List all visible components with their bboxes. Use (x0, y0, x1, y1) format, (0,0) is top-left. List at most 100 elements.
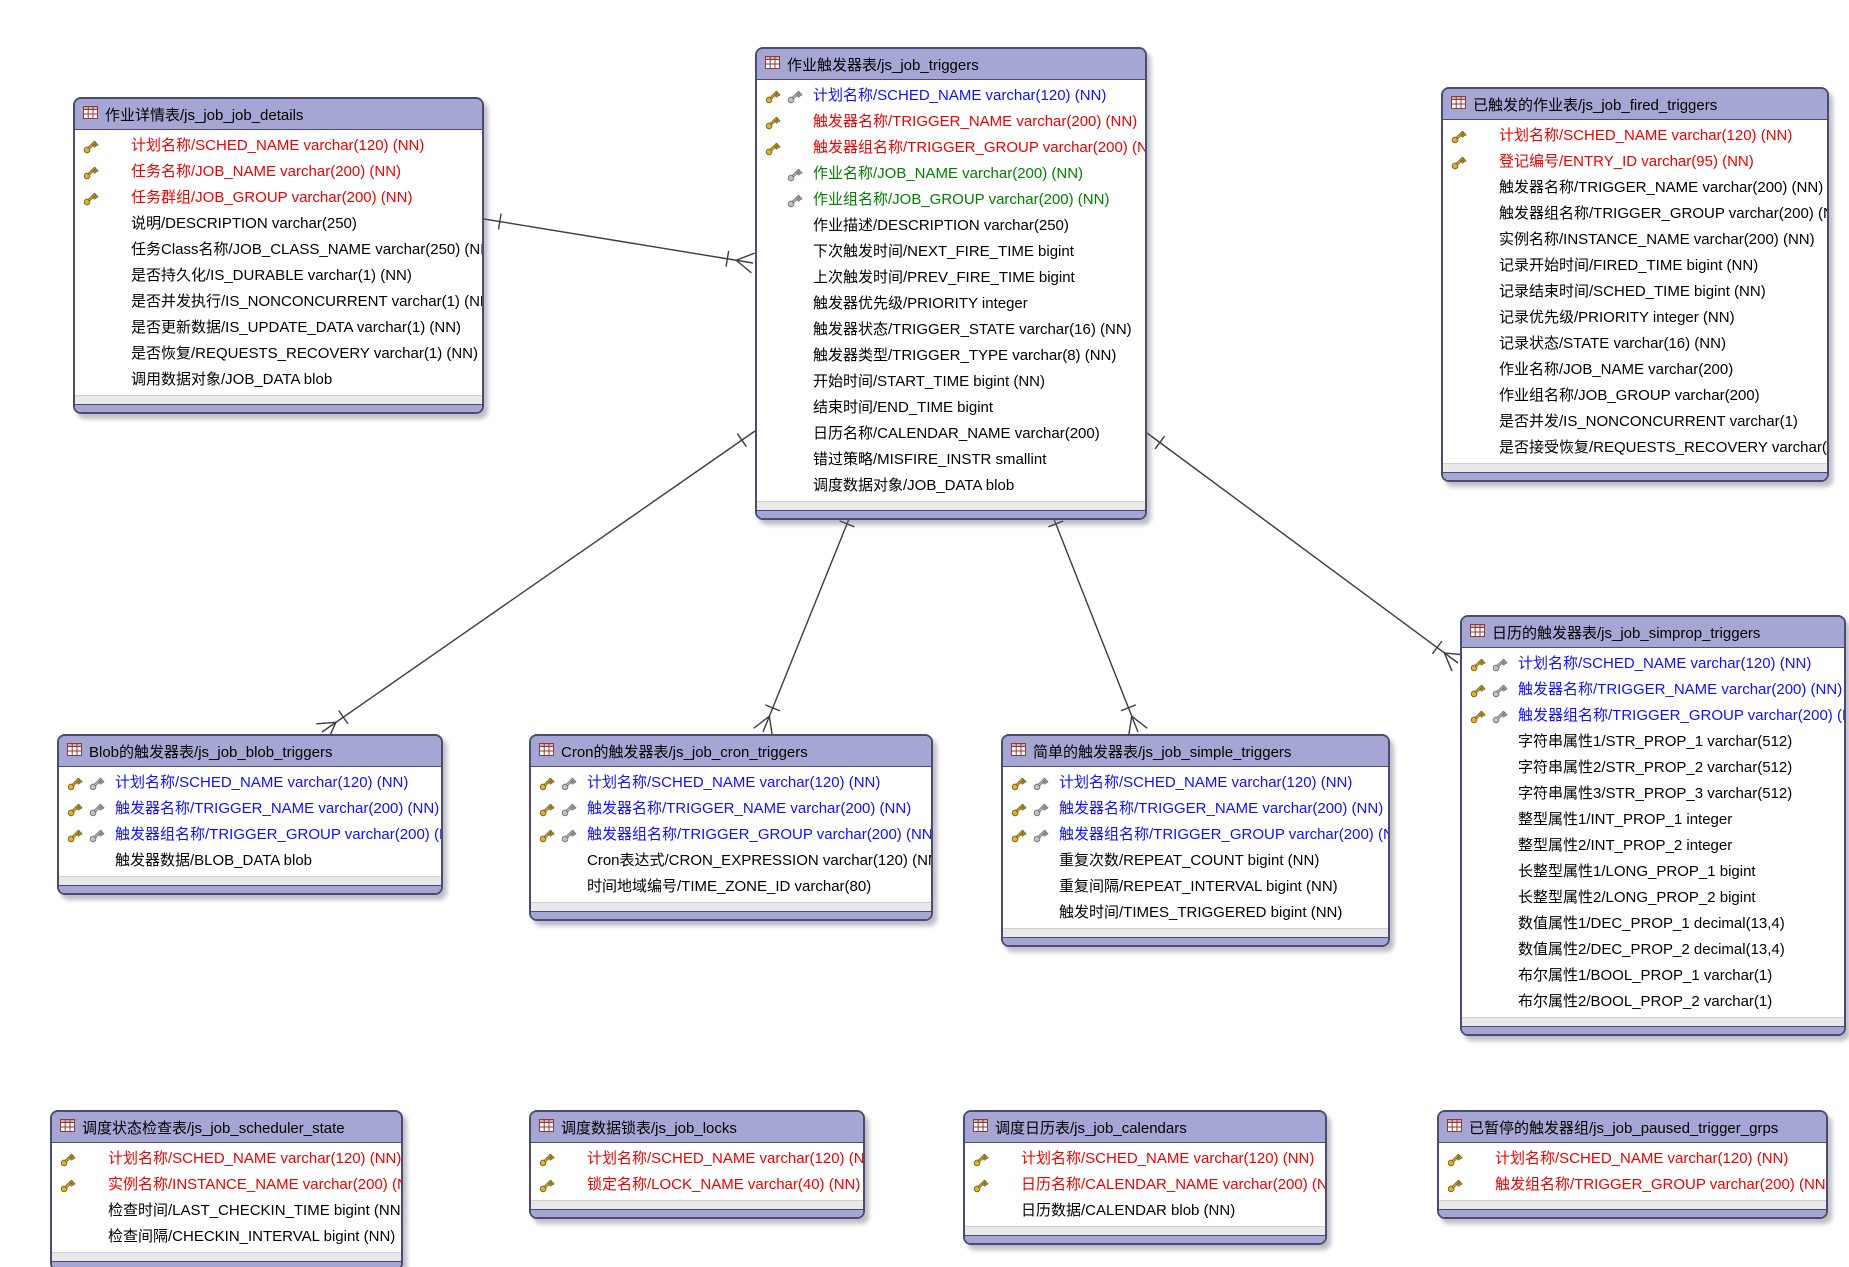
field-row[interactable]: 是否恢复/REQUESTS_RECOVERY varchar(1) (NN) (75, 341, 482, 367)
table-header[interactable]: 已暂停的触发器组/js_job_paused_trigger_grps (1439, 1112, 1826, 1143)
table-node-js_job_calendars[interactable]: 调度日历表/js_job_calendars 计划名称/SCHED_NAME v… (963, 1110, 1327, 1245)
field-row[interactable]: 结束时间/END_TIME bigint (757, 395, 1145, 421)
field-row[interactable]: 下次触发时间/NEXT_FIRE_TIME bigint (757, 239, 1145, 265)
field-row[interactable]: 触发器优先级/PRIORITY integer (757, 291, 1145, 317)
field-row[interactable]: 布尔属性1/BOOL_PROP_1 varchar(1) (1462, 963, 1844, 989)
field-row[interactable]: 任务名称/JOB_NAME varchar(200) (NN) (75, 159, 482, 185)
field-row[interactable]: 是否并发执行/IS_NONCONCURRENT varchar(1) (NN) (75, 289, 482, 315)
field-row[interactable]: 锁定名称/LOCK_NAME varchar(40) (NN) (531, 1172, 863, 1198)
field-row[interactable]: 时间地域编号/TIME_ZONE_ID varchar(80) (531, 874, 931, 900)
field-row[interactable]: 日历数据/CALENDAR blob (NN) (965, 1198, 1325, 1224)
table-header[interactable]: 简单的触发器表/js_job_simple_triggers (1003, 736, 1388, 767)
table-header[interactable]: 作业触发器表/js_job_triggers (757, 49, 1145, 80)
field-row[interactable]: 实例名称/INSTANCE_NAME varchar(200) (NN) (52, 1172, 401, 1198)
field-row[interactable]: 记录状态/STATE varchar(16) (NN) (1443, 331, 1827, 357)
field-row[interactable]: 长整型属性2/LONG_PROP_2 bigint (1462, 885, 1844, 911)
table-header[interactable]: 调度日历表/js_job_calendars (965, 1112, 1325, 1143)
field-row[interactable]: 检查时间/LAST_CHECKIN_TIME bigint (NN) (52, 1198, 401, 1224)
field-row[interactable]: 触发器组名称/TRIGGER_GROUP varchar(200) (NN) (757, 135, 1145, 161)
table-node-js_job_simprop_triggers[interactable]: 日历的触发器表/js_job_simprop_triggers 计划名称/SCH… (1460, 615, 1846, 1036)
table-node-js_job_job_details[interactable]: 作业详情表/js_job_job_details 计划名称/SCHED_NAME… (73, 97, 484, 414)
table-header[interactable]: Cron的触发器表/js_job_cron_triggers (531, 736, 931, 767)
table-node-js_job_locks[interactable]: 调度数据锁表/js_job_locks 计划名称/SCHED_NAME varc… (529, 1110, 865, 1219)
field-row[interactable]: 记录结束时间/SCHED_TIME bigint (NN) (1443, 279, 1827, 305)
field-row[interactable]: 触发器组名称/TRIGGER_GROUP varchar(200) (NN) (1003, 822, 1388, 848)
field-row[interactable]: 计划名称/SCHED_NAME varchar(120) (NN) (757, 83, 1145, 109)
field-row[interactable]: 开始时间/START_TIME bigint (NN) (757, 369, 1145, 395)
field-row[interactable]: 计划名称/SCHED_NAME varchar(120) (NN) (531, 1146, 863, 1172)
field-row[interactable]: 触发器名称/TRIGGER_NAME varchar(200) (NN) (59, 796, 441, 822)
table-node-js_job_cron_triggers[interactable]: Cron的触发器表/js_job_cron_triggers 计划名称/SCHE… (529, 734, 933, 921)
table-node-js_job_fired_triggers[interactable]: 已触发的作业表/js_job_fired_triggers 计划名称/SCHED… (1441, 87, 1829, 482)
field-row[interactable]: 作业组名称/JOB_GROUP varchar(200) (NN) (757, 187, 1145, 213)
field-row[interactable]: 触发时间/TIMES_TRIGGERED bigint (NN) (1003, 900, 1388, 926)
field-row[interactable]: 触发器名称/TRIGGER_NAME varchar(200) (NN) (1462, 677, 1844, 703)
field-row[interactable]: 计划名称/SCHED_NAME varchar(120) (NN) (59, 770, 441, 796)
field-row[interactable]: 触发组名称/TRIGGER_GROUP varchar(200) (NN) (1439, 1172, 1826, 1198)
field-row[interactable]: 整型属性1/INT_PROP_1 integer (1462, 807, 1844, 833)
field-row[interactable]: 字符串属性1/STR_PROP_1 varchar(512) (1462, 729, 1844, 755)
table-header[interactable]: 调度状态检查表/js_job_scheduler_state (52, 1112, 401, 1143)
field-row[interactable]: 调用数据对象/JOB_DATA blob (75, 367, 482, 393)
field-row[interactable]: 重复间隔/REPEAT_INTERVAL bigint (NN) (1003, 874, 1388, 900)
field-row[interactable]: 日历名称/CALENDAR_NAME varchar(200) (757, 421, 1145, 447)
field-row[interactable]: 计划名称/SCHED_NAME varchar(120) (NN) (965, 1146, 1325, 1172)
field-row[interactable]: 触发器名称/TRIGGER_NAME varchar(200) (NN) (531, 796, 931, 822)
field-row[interactable]: 作业名称/JOB_NAME varchar(200) (1443, 357, 1827, 383)
field-row[interactable]: 重复次数/REPEAT_COUNT bigint (NN) (1003, 848, 1388, 874)
table-header[interactable]: 已触发的作业表/js_job_fired_triggers (1443, 89, 1827, 120)
field-row[interactable]: 触发器数据/BLOB_DATA blob (59, 848, 441, 874)
field-row[interactable]: 字符串属性2/STR_PROP_2 varchar(512) (1462, 755, 1844, 781)
field-row[interactable]: 计划名称/SCHED_NAME varchar(120) (NN) (75, 133, 482, 159)
field-row[interactable]: 检查间隔/CHECKIN_INTERVAL bigint (NN) (52, 1224, 401, 1250)
field-row[interactable]: 整型属性2/INT_PROP_2 integer (1462, 833, 1844, 859)
field-row[interactable]: 上次触发时间/PREV_FIRE_TIME bigint (757, 265, 1145, 291)
table-node-js_job_triggers[interactable]: 作业触发器表/js_job_triggers 计划名称/SCHED_NAME v… (755, 47, 1147, 520)
field-row[interactable]: 计划名称/SCHED_NAME varchar(120) (NN) (531, 770, 931, 796)
field-row[interactable]: 任务Class名称/JOB_CLASS_NAME varchar(250) (N… (75, 237, 482, 263)
field-row[interactable]: 触发器名称/TRIGGER_NAME varchar(200) (NN) (1443, 175, 1827, 201)
field-row[interactable]: 布尔属性2/BOOL_PROP_2 varchar(1) (1462, 989, 1844, 1015)
field-row[interactable]: 计划名称/SCHED_NAME varchar(120) (NN) (52, 1146, 401, 1172)
field-row[interactable]: 是否更新数据/IS_UPDATE_DATA varchar(1) (NN) (75, 315, 482, 341)
field-row[interactable]: 登记编号/ENTRY_ID varchar(95) (NN) (1443, 149, 1827, 175)
field-row[interactable]: 触发器名称/TRIGGER_NAME varchar(200) (NN) (757, 109, 1145, 135)
field-row[interactable]: 是否接受恢复/REQUESTS_RECOVERY varchar(1) (1443, 435, 1827, 461)
field-row[interactable]: 触发器组名称/TRIGGER_GROUP varchar(200) (NN) (1443, 201, 1827, 227)
field-row[interactable]: Cron表达式/CRON_EXPRESSION varchar(120) (NN… (531, 848, 931, 874)
field-row[interactable]: 作业描述/DESCRIPTION varchar(250) (757, 213, 1145, 239)
field-row[interactable]: 任务群组/JOB_GROUP varchar(200) (NN) (75, 185, 482, 211)
field-row[interactable]: 触发器名称/TRIGGER_NAME varchar(200) (NN) (1003, 796, 1388, 822)
field-row[interactable]: 说明/DESCRIPTION varchar(250) (75, 211, 482, 237)
field-row[interactable]: 字符串属性3/STR_PROP_3 varchar(512) (1462, 781, 1844, 807)
field-row[interactable]: 计划名称/SCHED_NAME varchar(120) (NN) (1462, 651, 1844, 677)
field-row[interactable]: 记录优先级/PRIORITY integer (NN) (1443, 305, 1827, 331)
table-node-js_job_blob_triggers[interactable]: Blob的触发器表/js_job_blob_triggers 计划名称/SCHE… (57, 734, 443, 895)
table-node-js_job_scheduler_state[interactable]: 调度状态检查表/js_job_scheduler_state 计划名称/SCHE… (50, 1110, 403, 1267)
field-row[interactable]: 长整型属性1/LONG_PROP_1 bigint (1462, 859, 1844, 885)
field-row[interactable]: 调度数据对象/JOB_DATA blob (757, 473, 1145, 499)
table-node-js_job_paused_trigger_grps[interactable]: 已暂停的触发器组/js_job_paused_trigger_grps 计划名称… (1437, 1110, 1828, 1219)
field-row[interactable]: 错过策略/MISFIRE_INSTR smallint (757, 447, 1145, 473)
field-row[interactable]: 触发器类型/TRIGGER_TYPE varchar(8) (NN) (757, 343, 1145, 369)
field-row[interactable]: 计划名称/SCHED_NAME varchar(120) (NN) (1003, 770, 1388, 796)
field-row[interactable]: 触发器状态/TRIGGER_STATE varchar(16) (NN) (757, 317, 1145, 343)
field-row[interactable]: 作业名称/JOB_NAME varchar(200) (NN) (757, 161, 1145, 187)
field-row[interactable]: 计划名称/SCHED_NAME varchar(120) (NN) (1443, 123, 1827, 149)
field-row[interactable]: 触发器组名称/TRIGGER_GROUP varchar(200) (NN) (531, 822, 931, 848)
field-row[interactable]: 是否并发/IS_NONCONCURRENT varchar(1) (1443, 409, 1827, 435)
field-row[interactable]: 作业组名称/JOB_GROUP varchar(200) (1443, 383, 1827, 409)
field-row[interactable]: 数值属性1/DEC_PROP_1 decimal(13,4) (1462, 911, 1844, 937)
field-row[interactable]: 日历名称/CALENDAR_NAME varchar(200) (NN) (965, 1172, 1325, 1198)
field-row[interactable]: 计划名称/SCHED_NAME varchar(120) (NN) (1439, 1146, 1826, 1172)
table-header[interactable]: 日历的触发器表/js_job_simprop_triggers (1462, 617, 1844, 648)
table-header[interactable]: Blob的触发器表/js_job_blob_triggers (59, 736, 441, 767)
field-row[interactable]: 记录开始时间/FIRED_TIME bigint (NN) (1443, 253, 1827, 279)
field-row[interactable]: 是否持久化/IS_DURABLE varchar(1) (NN) (75, 263, 482, 289)
field-row[interactable]: 数值属性2/DEC_PROP_2 decimal(13,4) (1462, 937, 1844, 963)
field-row[interactable]: 实例名称/INSTANCE_NAME varchar(200) (NN) (1443, 227, 1827, 253)
field-row[interactable]: 触发器组名称/TRIGGER_GROUP varchar(200) (NN) (1462, 703, 1844, 729)
field-row[interactable]: 触发器组名称/TRIGGER_GROUP varchar(200) (NN) (59, 822, 441, 848)
table-header[interactable]: 调度数据锁表/js_job_locks (531, 1112, 863, 1143)
table-header[interactable]: 作业详情表/js_job_job_details (75, 99, 482, 130)
